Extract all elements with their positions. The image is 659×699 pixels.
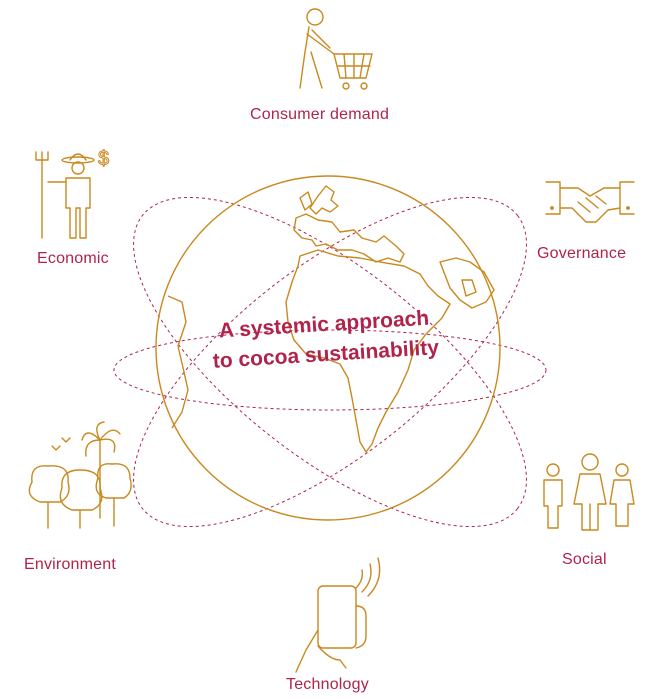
orbit-horizontal bbox=[113, 329, 547, 411]
americas-coastline bbox=[167, 295, 189, 429]
orbit-diagonal-1 bbox=[133, 196, 527, 528]
globe-outline bbox=[155, 175, 501, 521]
family-icon bbox=[543, 453, 635, 531]
arabian-gulf-shape bbox=[461, 279, 477, 297]
label-consumer-demand: Consumer demand bbox=[250, 106, 390, 123]
shopping-cart-person-icon bbox=[299, 8, 373, 90]
orbit-diagonal-2 bbox=[133, 196, 527, 528]
farmer-money-icon: $ bbox=[35, 148, 110, 239]
svg-text:$: $ bbox=[98, 148, 109, 170]
label-governance: Governance bbox=[537, 245, 627, 262]
trees-icon bbox=[28, 421, 132, 529]
europe-landmass bbox=[293, 213, 405, 263]
label-environment: Environment bbox=[24, 556, 117, 573]
british-isles-landmass bbox=[299, 191, 313, 211]
africa-landmass bbox=[285, 249, 451, 453]
globe bbox=[155, 175, 501, 521]
orbits bbox=[113, 196, 547, 528]
label-technology: Technology bbox=[286, 676, 369, 693]
scandinavia-landmass bbox=[309, 185, 339, 215]
smartphone-hand-icon bbox=[295, 557, 381, 673]
handshake-icon bbox=[545, 181, 635, 223]
label-economic: Economic bbox=[37, 250, 109, 267]
middle-east-landmass bbox=[439, 257, 495, 309]
label-social: Social bbox=[562, 551, 607, 568]
